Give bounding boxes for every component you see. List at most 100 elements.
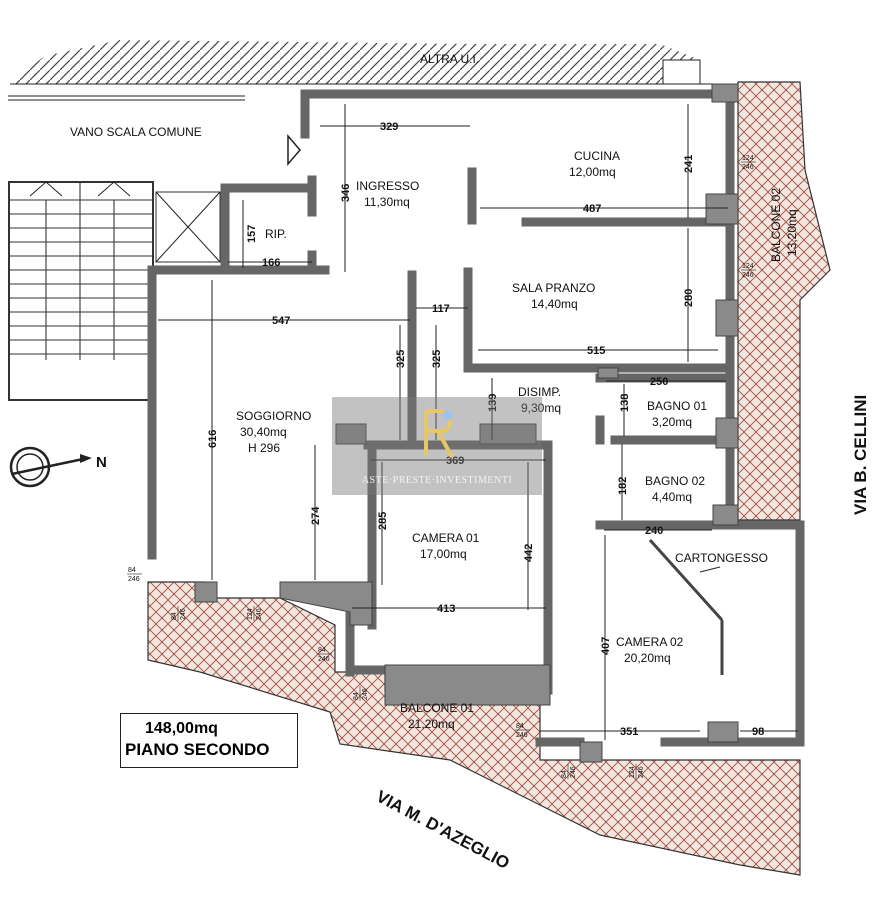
dim-label: 346 <box>340 184 352 202</box>
window-width: 84 <box>516 723 524 730</box>
room-bagno01-area: 3,20mq <box>652 415 692 429</box>
dim-label: 547 <box>272 315 290 327</box>
room-cucina-area: 12,00mq <box>569 165 616 179</box>
room-bagno02-area: 4,40mq <box>652 490 692 504</box>
dim-label: 241 <box>683 155 695 173</box>
window-height: 246 <box>638 766 645 778</box>
stairwell <box>8 181 221 401</box>
north-label: N <box>96 454 107 471</box>
dim-label: 442 <box>523 544 535 562</box>
dim-label: 515 <box>587 345 605 357</box>
dim-label: 139 <box>487 394 499 412</box>
dim-label: 157 <box>246 225 258 243</box>
room-soggiorno-area: 30,40mq <box>240 425 287 439</box>
room-bagno01-name: BAGNO 01 <box>647 399 707 413</box>
window-width: 124 <box>742 263 754 270</box>
dim-label: 285 <box>377 512 389 530</box>
room-disimp-name: DISIMP. <box>518 385 561 399</box>
window-width: 84 <box>128 567 136 574</box>
room-balcone01-name: BALCONE 01 <box>400 701 474 715</box>
room-ingresso-name: INGRESSO <box>356 179 419 193</box>
window-height: 246 <box>128 576 140 583</box>
room-rip-name: RIP. <box>265 227 287 241</box>
window-width: 84 <box>561 770 568 778</box>
neighbour-unit-hatch <box>10 40 700 84</box>
dim-label: 325 <box>431 350 443 368</box>
balcone-02-area <box>737 81 831 521</box>
window-height: 246 <box>742 272 754 279</box>
dim-label: 369 <box>446 455 464 467</box>
dim-label: 250 <box>650 376 668 388</box>
window-width: 84 <box>353 692 360 700</box>
room-balcone02-name: BALCONE 02 <box>769 188 783 262</box>
dim-label: 182 <box>617 477 629 495</box>
room-labels: INGRESSO 11,30mq CUCINA 12,00mq RIP. SAL… <box>236 149 799 731</box>
window-width: 124 <box>247 608 254 620</box>
dim-label: 117 <box>432 303 450 315</box>
cartongesso-partition <box>648 538 724 675</box>
balcone-01-area <box>147 581 801 876</box>
dimension-labels: 329 346 157 166 241 487 280 515 547 117 … <box>207 121 764 738</box>
room-soggiorno-name: SOGGIORNO <box>236 409 311 423</box>
dim-label: 351 <box>620 726 638 738</box>
dim-label: 280 <box>683 289 695 307</box>
watermark-text: ASTE·PRESTE·INVESTIMENTI <box>361 475 513 486</box>
window-height: 246 <box>318 656 330 663</box>
window-height: 246 <box>362 688 369 700</box>
window-height: 246 <box>180 608 187 620</box>
dim-label: 138 <box>619 394 631 412</box>
dimension-lines <box>158 104 798 740</box>
room-soggiorno-height: H 296 <box>248 441 280 455</box>
dim-label: 329 <box>380 121 398 133</box>
dim-label: 407 <box>600 637 612 655</box>
street-south-label: VIA M. D'AZEGLIO <box>373 787 513 873</box>
room-sala-pranzo-name: SALA PRANZO <box>512 281 595 295</box>
room-balcone02-area: 13,20mq <box>785 209 799 256</box>
total-area: 148,00mq <box>145 720 218 737</box>
dim-label: 487 <box>583 203 601 215</box>
cartongesso-label: CARTONGESSO <box>675 551 768 565</box>
window-height: 246 <box>256 608 263 620</box>
dim-label: 616 <box>207 430 219 448</box>
entrance-arrow-icon <box>287 133 301 167</box>
window-height: 246 <box>570 766 577 778</box>
street-east-label: VIA B. CELLINI <box>851 395 870 515</box>
wall-blocks <box>194 83 739 763</box>
floor-label: PIANO SECONDO <box>125 740 270 759</box>
watermark-logo-icon <box>424 409 454 458</box>
room-disimp-area: 9,30mq <box>521 401 561 415</box>
dim-label: 413 <box>437 603 455 615</box>
window-width: 124 <box>742 155 754 162</box>
room-camera02-name: CAMERA 02 <box>616 635 684 649</box>
window-width: 124 <box>629 766 636 778</box>
dim-label: 166 <box>262 257 280 269</box>
watermark: ASTE·PRESTE·INVESTIMENTI <box>332 397 542 495</box>
dim-label: 98 <box>752 726 764 738</box>
room-camera01-name: CAMERA 01 <box>412 531 480 545</box>
stairwell-label: VANO SCALA COMUNE <box>70 125 202 139</box>
room-sala-pranzo-area: 14,40mq <box>531 297 578 311</box>
room-ingresso-area: 11,30mq <box>364 195 410 209</box>
neighbour-unit-label: ALTRA U.I. <box>420 52 479 66</box>
room-camera02-area: 20,20mq <box>624 651 671 665</box>
north-compass-icon: N <box>9 446 107 488</box>
chimney-block <box>662 59 701 85</box>
window-width: 84 <box>171 612 178 620</box>
window-height: 246 <box>516 732 528 739</box>
area-summary-box: 148,00mq PIANO SECONDO <box>120 713 298 768</box>
dim-label: 274 <box>310 506 322 525</box>
room-cucina-name: CUCINA <box>574 149 620 163</box>
room-bagno02-name: BAGNO 02 <box>645 474 705 488</box>
